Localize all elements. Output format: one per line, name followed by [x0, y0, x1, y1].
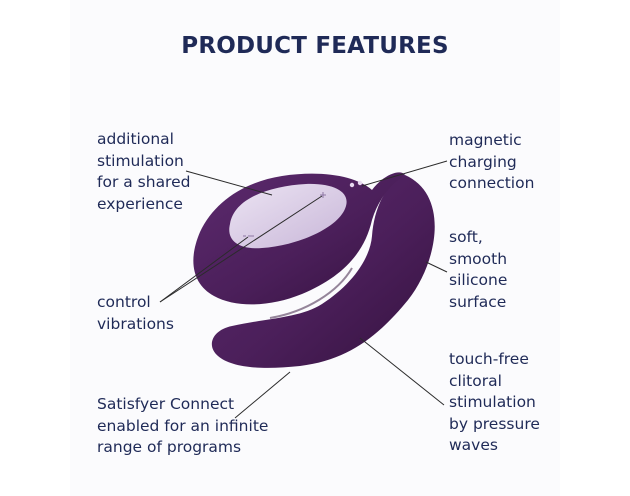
leader-connect: [234, 371, 291, 419]
feature-label-pressure-waves: touch-free clitoral stimulation by press…: [449, 350, 540, 454]
leader-magnetic: [361, 160, 448, 187]
device-lower-arm: [211, 175, 435, 368]
feature-label-additional-stimulation: additional stimulation for a shared expe…: [97, 130, 191, 213]
button-markings: [243, 192, 326, 237]
feature-label-satisfyer-connect: Satisfyer Connect enabled for an infinit…: [97, 395, 269, 456]
feature-label-magnetic-charging: magnetic charging connection: [449, 131, 535, 192]
feature-label-control-vibrations: control vibrations: [97, 293, 174, 333]
leader-control-2: [159, 236, 249, 303]
leader-touch: [359, 337, 445, 406]
button-panel: [229, 183, 347, 249]
feature-label-silicone-surface: soft, smooth silicone surface: [449, 228, 508, 311]
leader-control-1: [159, 195, 323, 303]
charging-contact-icon: [357, 180, 363, 186]
page-title: PRODUCT FEATURES: [181, 33, 449, 59]
device-seam: [269, 267, 353, 319]
leader-soft: [425, 261, 448, 273]
leader-additional: [185, 170, 273, 196]
charging-contact-icon: [349, 182, 355, 188]
